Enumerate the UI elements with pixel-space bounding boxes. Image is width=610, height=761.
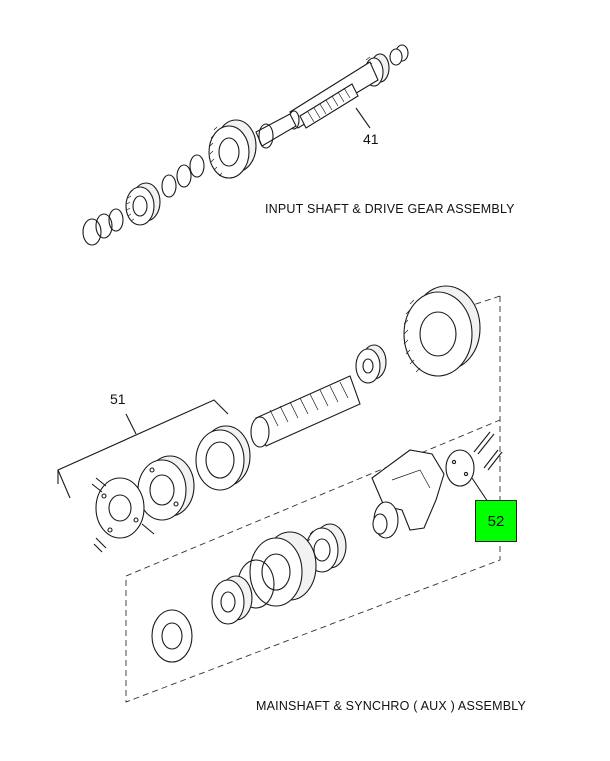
synchro-plate (91, 477, 155, 553)
thrust-washer (161, 174, 177, 198)
bolt (483, 449, 503, 471)
leader-line-41 (355, 107, 371, 129)
synchro-hub (137, 455, 195, 521)
snap-ring (95, 213, 113, 239)
countershaft-gear (125, 182, 161, 226)
input-assembly-caption: INPUT SHAFT & DRIVE GEAR ASSEMBLY (265, 202, 515, 216)
callout-synchro-group[interactable]: 51 (110, 391, 126, 407)
spring (141, 523, 155, 535)
phantom-outline (125, 419, 501, 577)
snap-ring (258, 123, 274, 149)
bracket-51 (57, 469, 71, 499)
leader-line-52 (471, 477, 489, 503)
mainshaft-assembly (57, 285, 503, 703)
spring (91, 477, 107, 493)
thrust-washer-large (151, 609, 193, 663)
callout-cover-plate: 52 (487, 512, 505, 530)
thrust-washer (176, 164, 192, 188)
callout-input-shaft[interactable]: 41 (363, 131, 379, 147)
bolt (473, 431, 495, 455)
mainshaft-assembly-caption: MAINSHAFT & SYNCHRO ( AUX ) ASSEMBLY (256, 699, 526, 713)
reverse-gear (355, 344, 387, 384)
spring (93, 537, 107, 553)
bracket-51 (57, 399, 229, 484)
synchro-ring (195, 425, 251, 491)
snap-ring (82, 218, 102, 246)
shift-fork (371, 449, 445, 539)
input-shaft-assembly (82, 44, 409, 246)
phantom-outline (125, 295, 501, 703)
snap-ring (108, 208, 124, 232)
shaft-end-cap (389, 44, 409, 66)
cover-plate (445, 431, 503, 487)
thrust-washer (189, 154, 205, 178)
mainshaft-gear (403, 285, 481, 377)
drive-gear (208, 119, 257, 179)
synchro-sleeve (237, 531, 317, 609)
input-shaft (255, 61, 379, 147)
leader-line-51 (125, 413, 137, 435)
sliding-clutch (211, 575, 253, 625)
callout-cover-plate-highlight[interactable]: 52 (475, 500, 517, 542)
